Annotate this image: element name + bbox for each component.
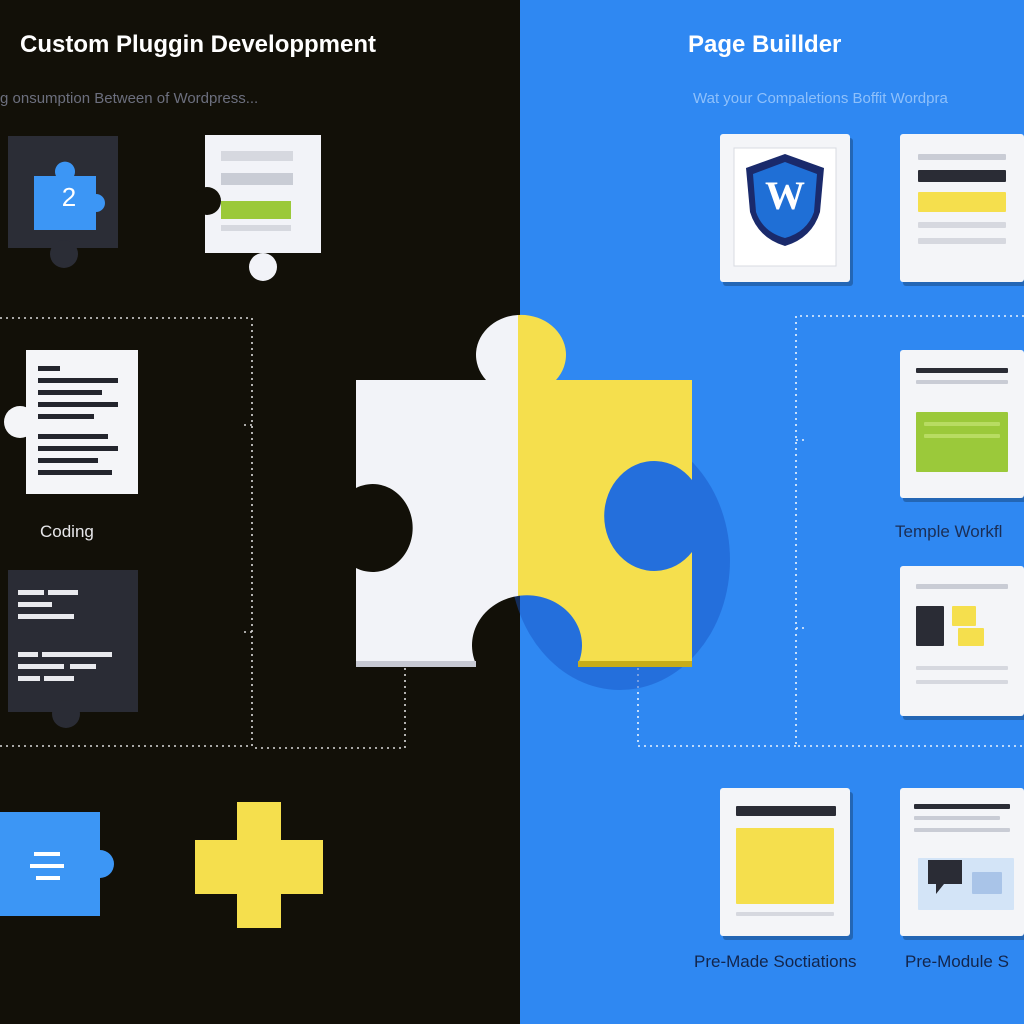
- white-puzzle-card: [195, 135, 323, 281]
- wordpress-card: W: [720, 134, 850, 282]
- document-icon: [4, 350, 138, 494]
- document-puzzle-card: [0, 350, 140, 496]
- wordpress-logo-letter: W: [765, 173, 805, 218]
- puzzle-piece-icon: [8, 136, 118, 268]
- premade-label-2: Pre-Module S: [905, 952, 1009, 971]
- template-label: Temple Workfl: [895, 522, 1003, 541]
- puzzle-card-icon: [195, 135, 321, 281]
- left-title: Custom Pluggin Developpment: [20, 31, 377, 58]
- wordpress-shield-icon: [733, 147, 837, 267]
- right-title: Page Buillder: [688, 31, 842, 58]
- template-card: [900, 350, 1024, 498]
- premade-module-card: [900, 788, 1024, 936]
- code-icon: [8, 570, 138, 728]
- puzzle-cross-icon: [195, 802, 323, 928]
- right-subtitle: Wat your Compaletions Boffit Wordpra: [693, 90, 948, 107]
- premade-section-card: [720, 788, 850, 936]
- blue-puzzle-tile: 2: [8, 136, 118, 268]
- chat-bubble-icon: [928, 860, 962, 894]
- code-editor-card: [8, 570, 138, 740]
- coding-label: Coding: [40, 522, 94, 541]
- layout-blocks-card: [900, 566, 1024, 716]
- bottom-blue-puzzle: [0, 812, 130, 916]
- badge-number: 2: [61, 182, 77, 212]
- left-subtitle: g onsumption Between of Wordpress...: [0, 90, 259, 107]
- premade-label-1: Pre-Made Soctiations: [694, 952, 857, 971]
- page-layout-card: [900, 134, 1024, 282]
- menu-puzzle-icon: [0, 812, 114, 916]
- yellow-cross-puzzle: [195, 802, 325, 928]
